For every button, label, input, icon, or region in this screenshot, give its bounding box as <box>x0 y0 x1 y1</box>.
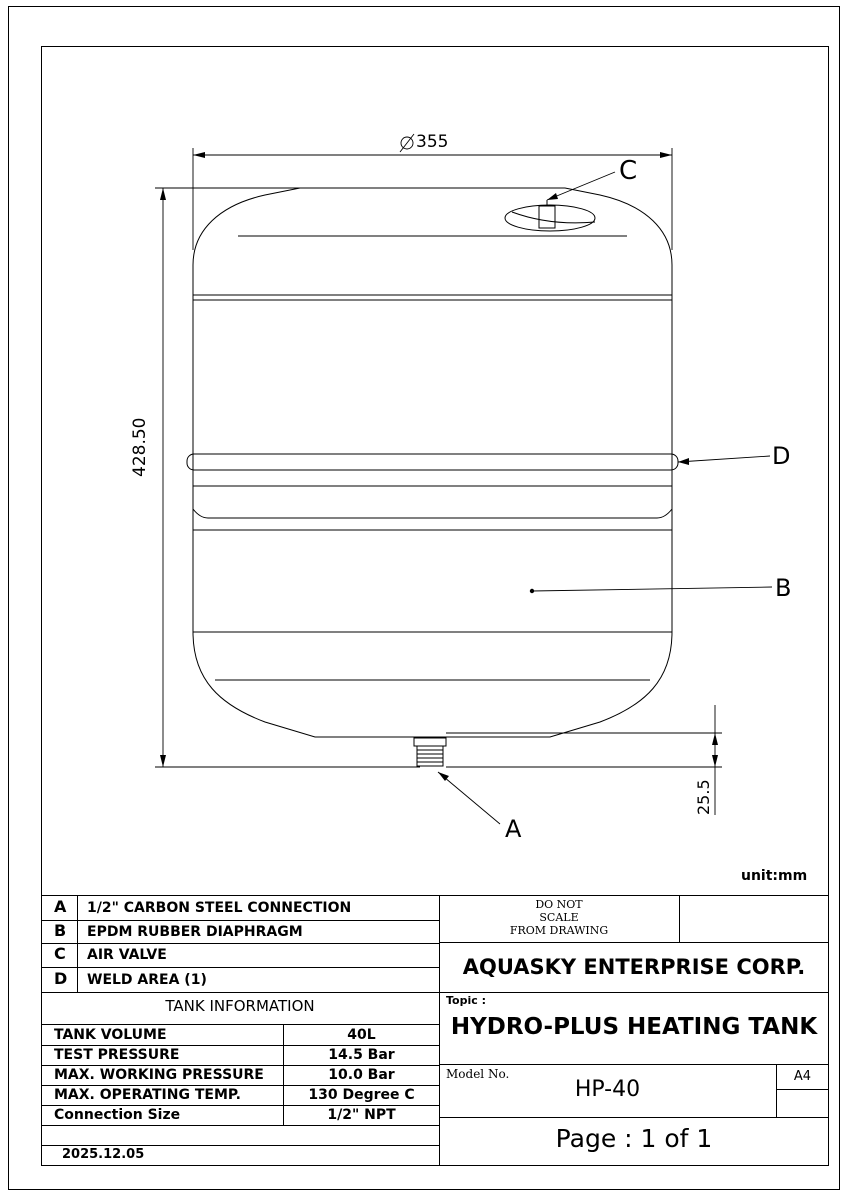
connection-nut <box>413 737 447 747</box>
model-number: HP-40 <box>574 1077 641 1102</box>
drawing-date: 2025.12.05 <box>62 1147 145 1162</box>
unit-label: unit:mm <box>741 868 808 884</box>
info-label-operating-temp: MAX. OPERATING TEMP. <box>54 1087 241 1103</box>
tank-outline <box>192 187 673 738</box>
table-divider <box>439 895 440 1166</box>
dim-diameter-label: 355 <box>416 132 449 152</box>
sheet-size: A4 <box>793 1069 812 1084</box>
info-value-connection-size: 1/2" NPT <box>327 1107 396 1123</box>
page-indicator: Page : 1 of 1 <box>555 1124 713 1153</box>
diameter-symbol <box>400 136 414 150</box>
company-name: AQUASKY ENTERPRISE CORP. <box>462 955 806 979</box>
outer-frame <box>8 6 840 1190</box>
drawing-frame <box>41 46 829 1166</box>
part-desc-b: EPDM RUBBER DIAPHRAGM <box>87 924 303 940</box>
part-desc-c: AIR VALVE <box>87 947 167 963</box>
topic-label: Topic : <box>446 994 486 1007</box>
scale-note-1: DO NOT <box>535 898 583 911</box>
info-value-working-pressure: 10.0 Bar <box>328 1067 395 1083</box>
scale-note-3: FROM DRAWING <box>509 924 609 937</box>
model-label: Model No. <box>446 1067 510 1081</box>
info-value-operating-temp: 130 Degree C <box>308 1087 415 1103</box>
part-desc-d: WELD AREA (1) <box>87 972 207 988</box>
table-top-line <box>41 895 829 896</box>
info-label-connection-size: Connection Size <box>54 1107 181 1123</box>
tank-info-heading: TANK INFORMATION <box>165 997 315 1015</box>
leader-a <box>437 771 501 825</box>
callout-a: A <box>505 815 522 843</box>
leader-c <box>546 171 616 201</box>
leader-d <box>677 455 771 463</box>
connection-thread <box>416 745 444 767</box>
scale-note-2: SCALE <box>539 911 579 924</box>
leader-b <box>531 586 773 592</box>
part-key-b: B <box>54 921 67 940</box>
weld-band <box>186 453 679 471</box>
info-label-test-pressure: TEST PRESSURE <box>54 1047 180 1063</box>
part-key-d: D <box>54 969 68 988</box>
air-valve-recess <box>504 204 596 232</box>
dim-connection-label: 25.5 <box>694 779 713 815</box>
topic-title: HYDRO-PLUS HEATING TANK <box>450 1014 818 1040</box>
part-key-c: C <box>54 944 66 963</box>
callout-c: C <box>619 156 638 186</box>
air-valve <box>538 205 556 229</box>
info-value-volume: 40L <box>347 1027 376 1043</box>
info-label-working-pressure: MAX. WORKING PRESSURE <box>54 1067 264 1083</box>
info-value-test-pressure: 14.5 Bar <box>328 1047 395 1063</box>
callout-d: D <box>772 442 791 470</box>
callout-b: B <box>775 574 792 602</box>
part-key-a: A <box>54 897 67 916</box>
part-desc-a: 1/2" CARBON STEEL CONNECTION <box>87 900 352 916</box>
info-label-volume: TANK VOLUME <box>54 1027 167 1043</box>
dim-height-label: 428.50 <box>130 417 150 477</box>
